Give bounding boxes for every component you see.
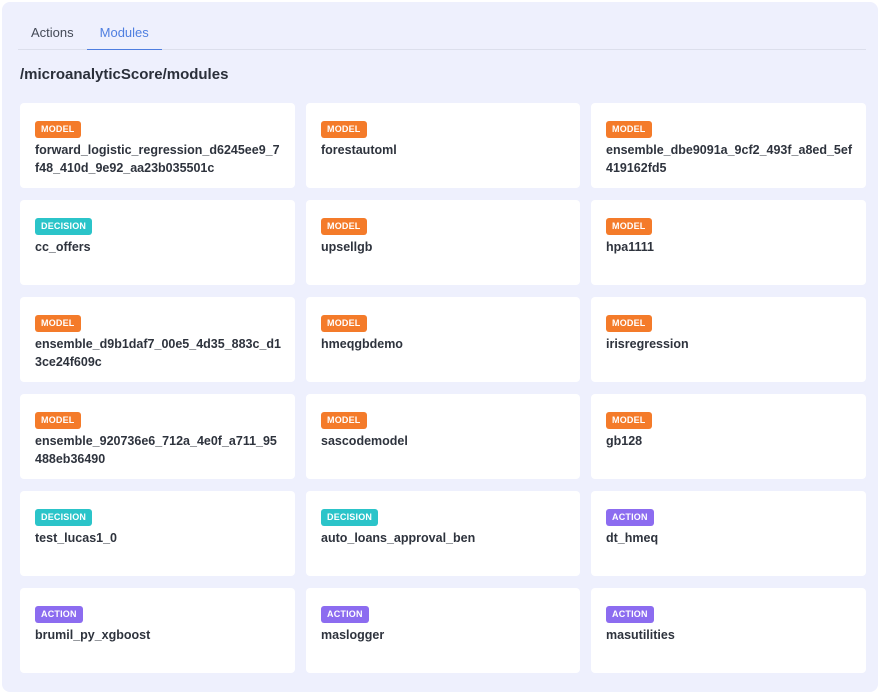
module-type-badge: MODEL (321, 121, 367, 138)
module-card[interactable]: MODEL forestautoml (306, 103, 580, 188)
module-name: hpa1111 (606, 240, 654, 254)
module-name: dt_hmeq (606, 531, 659, 545)
module-name: sascodemodel (321, 434, 408, 448)
tab-bar: Actions Modules (18, 16, 866, 50)
module-card[interactable]: MODEL hmeqgbdemo (306, 297, 580, 382)
module-type-badge: MODEL (321, 315, 367, 332)
module-card[interactable]: MODEL ensemble_d9b1daf7_00e5_4d35_883c_d1… (20, 297, 295, 382)
module-card[interactable]: ACTION dt_hmeq (591, 491, 866, 576)
module-card[interactable]: MODEL hpa1111 (591, 200, 866, 285)
module-card[interactable]: MODEL irisregression (591, 297, 866, 382)
module-card[interactable]: ACTION masutilities (591, 588, 866, 673)
module-type-badge: MODEL (606, 121, 652, 138)
module-type-badge: DECISION (35, 509, 93, 526)
tab-modules[interactable]: Modules (86, 16, 162, 50)
module-type-badge: MODEL (321, 412, 367, 429)
module-card[interactable]: ACTION brumil_py_xgboost (20, 588, 295, 673)
module-type-badge: DECISION (321, 509, 379, 526)
module-type-badge: MODEL (35, 412, 81, 429)
module-type-badge: ACTION (606, 606, 654, 623)
module-card[interactable]: DECISION auto_loans_approval_ben (306, 491, 580, 576)
module-card[interactable]: MODEL ensemble_920736e6_712a_4e0f_a711_95… (20, 394, 295, 479)
module-type-badge: MODEL (606, 412, 652, 429)
module-card[interactable]: DECISION cc_offers (20, 200, 295, 285)
module-type-badge: MODEL (321, 218, 367, 235)
module-name: forward_logistic_regression_d6245ee9_7f4… (35, 143, 280, 175)
page-title: /microanalyticScore/modules (20, 66, 229, 83)
module-card[interactable]: MODEL upsellgb (306, 200, 580, 285)
module-type-badge: MODEL (35, 121, 81, 138)
module-type-badge: MODEL (606, 315, 652, 332)
module-name: test_lucas1_0 (35, 531, 118, 545)
module-name: ensemble_920736e6_712a_4e0f_a711_95488eb… (35, 434, 277, 466)
module-card[interactable]: MODEL ensemble_dbe9091a_9cf2_493f_a8ed_5e… (591, 103, 866, 188)
module-card[interactable]: DECISION test_lucas1_0 (20, 491, 295, 576)
module-type-badge: ACTION (35, 606, 83, 623)
module-name: brumil_py_xgboost (35, 628, 151, 642)
tab-actions[interactable]: Actions (31, 25, 74, 40)
module-name: gb128 (606, 434, 643, 448)
module-name: hmeqgbdemo (321, 337, 403, 351)
module-type-badge: ACTION (321, 606, 369, 623)
module-name: maslogger (321, 628, 385, 642)
module-name: cc_offers (35, 240, 91, 254)
module-card[interactable]: ACTION maslogger (306, 588, 580, 673)
module-name: forestautoml (321, 143, 397, 157)
module-name: upsellgb (321, 240, 373, 254)
module-name: irisregression (606, 337, 689, 351)
module-name: ensemble_dbe9091a_9cf2_493f_a8ed_5ef4191… (606, 143, 853, 175)
module-card[interactable]: MODEL gb128 (591, 394, 866, 479)
module-type-badge: DECISION (35, 218, 93, 235)
module-name: ensemble_d9b1daf7_00e5_4d35_883c_d13ce24… (35, 337, 281, 369)
module-type-badge: ACTION (606, 509, 654, 526)
module-grid: MODEL forward_logistic_regression_d6245ee… (20, 103, 866, 673)
module-type-badge: MODEL (35, 315, 81, 332)
module-card[interactable]: MODEL forward_logistic_regression_d6245ee… (20, 103, 295, 188)
module-type-badge: MODEL (606, 218, 652, 235)
module-name: auto_loans_approval_ben (321, 531, 476, 545)
module-card[interactable]: MODEL sascodemodel (306, 394, 580, 479)
module-name: masutilities (606, 628, 675, 642)
